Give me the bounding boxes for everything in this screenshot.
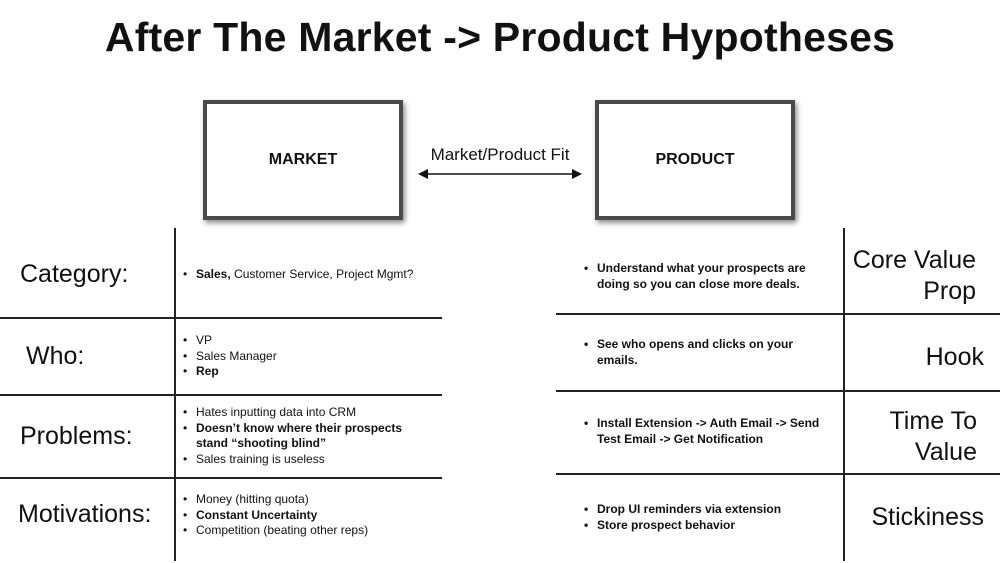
problems-bullet: Doesn’t know where their prospects stand…: [182, 421, 432, 452]
who-bullet: Sales Manager: [182, 349, 444, 365]
product-label-core-value-prop: Core Value Prop: [852, 246, 976, 305]
market-box: MARKET: [203, 100, 403, 220]
problems-bullet-list: Hates inputting data into CRM Doesn’t kn…: [182, 405, 432, 467]
product-row-separator: [556, 390, 1000, 392]
time-to-value-bullet: Install Extension -> Auth Email -> Send …: [583, 416, 833, 447]
page-title: After The Market -> Product Hypotheses: [104, 14, 896, 60]
motivations-bullet: Constant Uncertainty: [182, 508, 444, 524]
market-product-fit-label: Market/Product Fit: [430, 145, 570, 164]
who-bullet-list: VP Sales Manager Rep: [182, 333, 444, 380]
market-row-separator: [0, 394, 442, 396]
market-row-separator: [0, 317, 442, 319]
market-row-separator: [0, 477, 442, 479]
market-label-motivations: Motivations:: [18, 500, 152, 528]
market-box-label: MARKET: [268, 151, 338, 168]
time-to-value-bullet-list: Install Extension -> Auth Email -> Send …: [583, 416, 833, 447]
market-label-who: Who:: [26, 342, 85, 370]
product-divider: [843, 228, 845, 561]
double-arrow-icon: [418, 169, 582, 179]
stickiness-bullet-list: Drop UI reminders via extension Store pr…: [583, 502, 833, 533]
category-bullet: Sales, Customer Service, Project Mgmt?: [182, 267, 444, 283]
market-label-problems: Problems:: [20, 422, 133, 450]
who-bullet: Rep: [182, 364, 444, 380]
hook-bullet-list: See who opens and clicks on your emails.: [583, 337, 833, 368]
product-box-label: PRODUCT: [655, 151, 735, 168]
product-row-separator: [556, 473, 1000, 475]
product-label-time-to-value: Time To Value: [889, 407, 977, 466]
category-bullet-list: Sales, Customer Service, Project Mgmt?: [182, 267, 444, 283]
problems-bullet: Sales training is useless: [182, 452, 432, 468]
motivations-bullet-list: Money (hitting quota) Constant Uncertain…: [182, 492, 444, 539]
product-label-stickiness: Stickiness: [871, 503, 984, 531]
product-box: PRODUCT: [595, 100, 795, 220]
product-row-separator: [556, 313, 1000, 315]
core-value-bullet: Understand what your prospects are doing…: [583, 261, 833, 292]
who-bullet: VP: [182, 333, 444, 349]
core-value-bullet-list: Understand what your prospects are doing…: [583, 261, 833, 292]
motivations-bullet: Money (hitting quota): [182, 492, 444, 508]
stickiness-bullet: Drop UI reminders via extension: [583, 502, 833, 518]
market-label-category: Category:: [20, 260, 129, 288]
hook-bullet: See who opens and clicks on your emails.: [583, 337, 833, 368]
stickiness-bullet: Store prospect behavior: [583, 518, 833, 534]
motivations-bullet: Competition (beating other reps): [182, 523, 444, 539]
problems-bullet: Hates inputting data into CRM: [182, 405, 432, 421]
product-label-hook: Hook: [925, 343, 984, 371]
